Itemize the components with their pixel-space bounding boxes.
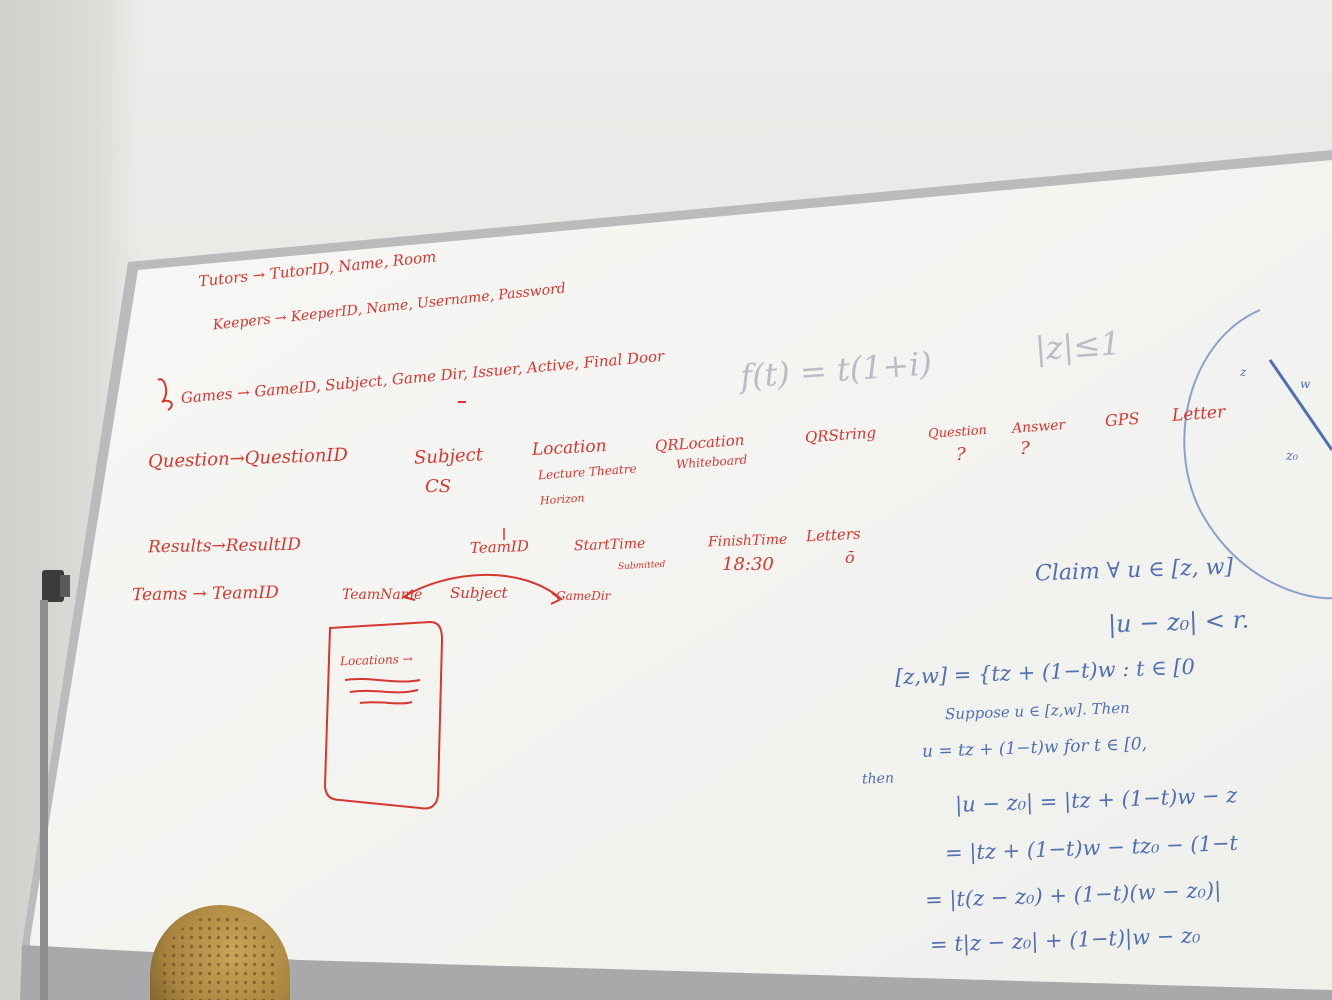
teams-col-gamedir: GameDir [556,589,611,603]
letters-example: ō [845,548,855,567]
results-col-letters: Letters [805,524,862,546]
circle-label-z0: z₀ [1286,449,1299,464]
question-col-location: Location [531,436,608,460]
answer-unknown-mark: ? [1020,438,1030,459]
question-col-subject: Subject [413,444,484,469]
question-unknown-mark: ? [956,444,966,465]
location-example-2: Horizon [539,491,585,508]
results-col-finishtime: FinishTime [707,531,788,551]
circle-label-w: w [1300,377,1311,391]
circle-label-z: z [1240,365,1247,379]
proof-then: then [861,770,895,788]
question-col-gps: GPS [1104,408,1141,431]
results-table-label: Results→ResultID [147,534,302,558]
teams-col-subject: Subject [450,584,508,602]
teams-col-teamname: TeamName [342,587,423,603]
proof-claim-2: |u − z₀| < r. [1107,605,1250,639]
question-col-question: Question [927,422,988,443]
subject-example-cs: CS [425,476,452,497]
results-col-starttime: StartTime [573,535,646,555]
faint-erased-formula-2: |z|≤1 [1033,324,1122,368]
question-col-answer: Answer [1011,417,1066,437]
finish-time-example: 18:30 [722,554,774,575]
results-col-teamid: TeamID [469,536,530,558]
teams-table-label: Teams → TeamID [131,582,279,606]
locations-box-title: Locations → [339,651,413,669]
question-col-letter: Letter [1171,402,1226,426]
